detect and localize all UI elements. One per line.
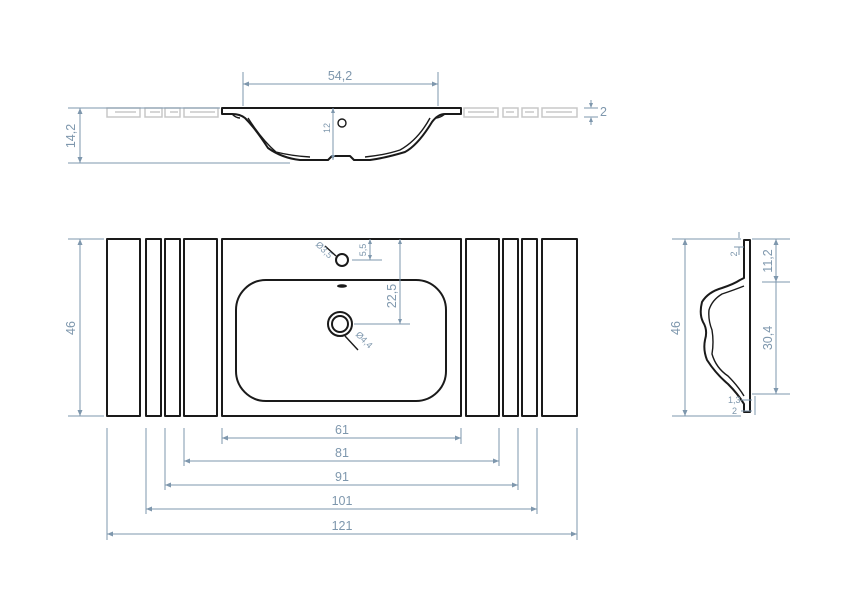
bowl-outline: [235, 279, 447, 402]
dim-width-101-label: 101: [332, 494, 353, 508]
dim-side-parts: 11,2 30,4: [752, 238, 790, 395]
panel-right-3: [502, 238, 519, 417]
dim-side-depth: 46: [669, 238, 741, 417]
dim-front-height: 14,2: [64, 107, 290, 164]
dim-tap-hole-offset-label: 5,5: [358, 244, 368, 257]
dim-side-bottom: 1,3 2: [728, 395, 756, 416]
front-section-view: 54,2 14,2 2 12: [64, 69, 607, 164]
panel-left-4: [183, 238, 218, 417]
overflow-slot: [337, 284, 347, 288]
basin-top: [221, 238, 462, 417]
dim-side-lip-label: 1,3: [728, 395, 741, 405]
ghost-extension-right: [463, 107, 578, 118]
dim-side-bottom-label: 2: [732, 406, 737, 416]
dim-width-91: 91: [165, 470, 518, 488]
dim-width-61: 61: [222, 423, 461, 441]
top-view: Ø3,5 5,5 22,5 Ø4,4 46: [64, 238, 578, 540]
dim-side-lower-label: 30,4: [761, 326, 775, 350]
side-section-view: 46 2 11,2 30,4 1,3 2: [669, 232, 790, 417]
dim-width-61-label: 61: [335, 423, 349, 437]
dim-side-depth-label: 46: [669, 321, 683, 335]
drain-outer: [327, 311, 353, 337]
tap-hole-diameter-label: Ø3,5: [314, 239, 335, 260]
dim-tap-hole-offset: 5,5: [352, 239, 382, 261]
panel-left-outer: [106, 238, 141, 417]
dim-side-top: 2: [729, 232, 744, 257]
dim-tap-hole-height-label: 12: [322, 123, 332, 133]
dim-top-depth-label: 46: [64, 321, 78, 335]
dim-top-depth: 46: [64, 238, 104, 417]
dim-width-101: 101: [146, 494, 537, 512]
basin-profile: [221, 107, 462, 161]
dim-drain-offset-label: 22,5: [385, 284, 399, 308]
panel-left-2: [145, 238, 162, 417]
panel-left-3: [164, 238, 181, 417]
panel-right-outer: [541, 238, 578, 417]
dim-widths: 61 81 91 101 121: [106, 423, 578, 540]
dim-drain-offset: 22,5: [354, 239, 410, 325]
dim-front-height-label: 14,2: [64, 124, 78, 148]
drain-inner: [331, 315, 349, 333]
dim-tap-hole-height: 12: [322, 108, 335, 160]
dim-front-rim: 2: [584, 100, 607, 125]
dim-side-upper-label: 11,2: [761, 249, 775, 272]
dim-width-81-label: 81: [335, 446, 349, 460]
drain-diameter-label: Ø4,4: [354, 329, 375, 350]
tap-hole: [335, 253, 349, 267]
dim-width-121-label: 121: [332, 519, 353, 533]
tap-hole-section: [337, 118, 347, 128]
panel-right-2: [521, 238, 538, 417]
dim-width-121: 121: [107, 519, 577, 537]
dim-side-top-label: 2: [729, 251, 739, 256]
ghost-extension-left: [106, 107, 219, 118]
side-profile: [699, 239, 751, 413]
panel-right-4: [465, 238, 500, 417]
dim-front-width: 54,2: [242, 69, 439, 106]
dim-width-81: 81: [184, 446, 499, 464]
dim-front-width-label: 54,2: [328, 69, 352, 83]
dim-width-91-label: 91: [335, 470, 349, 484]
dim-front-rim-label: 2: [600, 105, 607, 119]
